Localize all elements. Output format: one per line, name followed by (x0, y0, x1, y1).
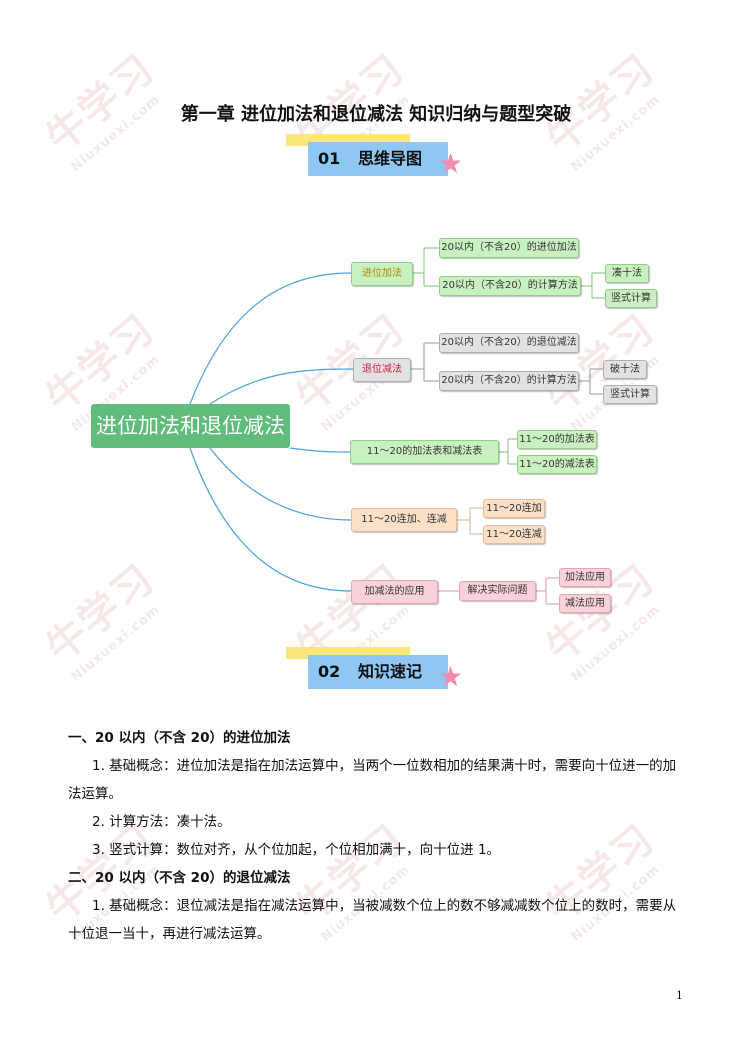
mindmap-node: 20以内（不含20）的进位加法 (439, 238, 579, 258)
mindmap-node: 20以内（不含20）的退位减法 (439, 333, 579, 353)
section-header-mindmap: 01 思维导图 ★ (286, 134, 476, 186)
mindmap-branch-application: 加减法的应用 (351, 580, 438, 604)
section-header-knowledge: 02 知识速记 ★ (286, 647, 476, 699)
mindmap-branch-carry-addition: 进位加法 (351, 262, 413, 286)
mindmap-node: 11～20的加法表 (517, 430, 597, 449)
mindmap-root-node: 进位加法和退位减法 (91, 404, 290, 448)
node-label: 进位加法 (362, 268, 402, 279)
mindmap-node: 破十法 (603, 360, 647, 379)
page-title: 第一章 进位加法和退位减法 知识归纳与题型突破 (180, 104, 572, 125)
paragraph: 2. 计算方法：凑十法。 (92, 814, 231, 830)
section-title: 思维导图 (358, 149, 423, 168)
paragraph: 1. 基础概念：退位减法是指在减法运算中，当被减数个位上的数不够减减数个位上的数… (68, 898, 677, 942)
star-icon: ★ (438, 660, 464, 693)
section-label-box: 02 知识速记 (308, 655, 448, 689)
heading-borrow-subtraction: 二、20 以内（不含 20）的退位减法 (68, 870, 291, 886)
mindmap-node: 20以内（不含20）的计算方法 (439, 371, 579, 391)
star-icon: ★ (438, 147, 464, 180)
knowledge-content: 一、20 以内（不含 20）的进位加法 1. 基础概念：进位加法是指在加法运算中… (68, 724, 688, 948)
mindmap-node: 解决实际问题 (459, 581, 536, 601)
mindmap-node: 竖式计算 (605, 289, 657, 308)
page-number: 1 (676, 989, 683, 1002)
mindmap-node: 竖式计算 (603, 385, 657, 404)
mindmap-node: 11～20连加 (483, 499, 545, 518)
paragraph: 3. 竖式计算：数位对齐，从个位加起，个位相加满十，向十位进 1。 (92, 842, 501, 858)
mindmap-branch-tables: 11～20的加法表和减法表 (350, 440, 499, 464)
mindmap-branch-consecutive: 11～20连加、连减 (351, 508, 457, 532)
mindmap-node: 凑十法 (605, 264, 649, 283)
section-number: 01 (318, 149, 341, 168)
mindmap-node: 加法应用 (559, 568, 611, 587)
section-title: 知识速记 (358, 662, 423, 681)
section-number: 02 (318, 662, 341, 681)
mindmap-branch-borrow-subtraction: 退位减法 (353, 358, 411, 382)
heading-carry-addition: 一、20 以内（不含 20）的进位加法 (68, 730, 291, 746)
paragraph: 1. 基础概念：进位加法是指在加法运算中，当两个一位数相加的结果满十时，需要向十… (68, 758, 677, 802)
mindmap-node: 11～20连减 (483, 525, 545, 544)
mindmap-node: 20以内（不含20）的计算方法 (439, 276, 581, 296)
node-label: 退位减法 (362, 364, 402, 375)
mindmap-connectors (189, 247, 605, 605)
section-label-box: 01 思维导图 (308, 142, 448, 176)
mindmap-node: 11～20的减法表 (517, 455, 597, 474)
mindmap-node: 减法应用 (559, 594, 611, 613)
